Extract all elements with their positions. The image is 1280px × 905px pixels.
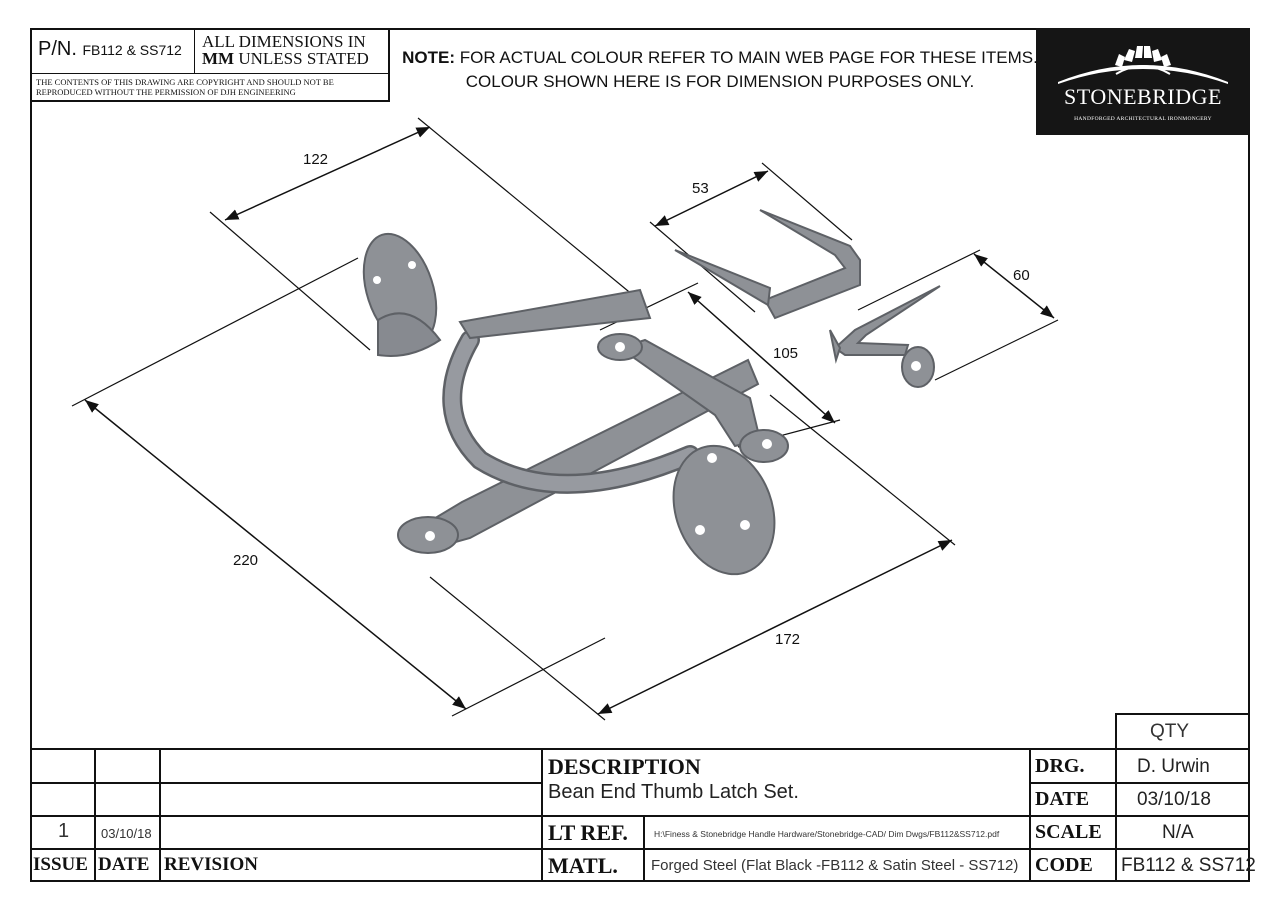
- drawing-frame: [30, 28, 1250, 882]
- date-label: DATE: [1035, 788, 1090, 810]
- lt-ref-label: LT REF.: [548, 820, 628, 845]
- logo-tagline: HANDFORGED ARCHITECTURAL IRONMONGERY: [1074, 116, 1212, 122]
- units-line1: ALL DIMENSIONS IN: [202, 32, 366, 51]
- units-mm: MM: [202, 49, 235, 68]
- date-value: 03/10/18: [1137, 789, 1211, 810]
- units-note: ALL DIMENSIONS IN MM UNLESS STATED: [196, 30, 390, 73]
- dim-label-122: 122: [303, 151, 329, 168]
- units-line2-wrap: MM UNLESS STATED: [202, 50, 390, 67]
- dim-label-105: 105: [773, 345, 799, 362]
- description-value: Bean End Thumb Latch Set.: [548, 781, 799, 803]
- dim-line-122: [209, 117, 646, 351]
- stonebridge-logo: STONEBRIDGE HANDFORGED ARCHITECTURAL IRO…: [1036, 28, 1250, 135]
- date-header: DATE: [98, 854, 150, 875]
- latch-bar: [397, 358, 760, 554]
- note-label: NOTE:: [402, 48, 456, 67]
- note-line1: FOR ACTUAL COLOUR REFER TO MAIN WEB PAGE…: [459, 48, 1038, 67]
- pn-label: P/N.: [38, 38, 77, 60]
- note-line1-wrap: NOTE: FOR ACTUAL COLOUR REFER TO MAIN WE…: [400, 46, 1040, 70]
- revision-issue: 1: [58, 820, 70, 842]
- copyright-line1: THE CONTENTS OF THIS DRAWING ARE COPYRIG…: [36, 77, 334, 87]
- bridge-arch-icon: [1058, 46, 1228, 84]
- issue-header: ISSUE: [33, 854, 88, 875]
- copyright-line2: REPRODUCED WITHOUT THE PERMISSION OF DJH…: [36, 87, 296, 97]
- dim-label-172: 172: [775, 631, 801, 648]
- staple-keeper: [674, 209, 861, 320]
- colour-note: NOTE: FOR ACTUAL COLOUR REFER TO MAIN WE…: [400, 46, 1040, 94]
- hook-keeper: [829, 285, 941, 388]
- part-number-box: P/N. FB112 & SS712 ALL DIMENSIONS IN MM …: [30, 28, 390, 102]
- description-label: DESCRIPTION: [548, 754, 701, 779]
- part-number: P/N. FB112 & SS712: [32, 30, 195, 73]
- dim-line-60: [857, 249, 1059, 381]
- revision-date: 03/10/18: [101, 826, 152, 841]
- dim-line-220: [71, 257, 606, 717]
- logo-name: STONEBRIDGE: [1064, 84, 1222, 109]
- drg-value: D. Urwin: [1137, 756, 1210, 777]
- copyright-notice: THE CONTENTS OF THIS DRAWING ARE COPYRIG…: [32, 73, 388, 102]
- drg-label: DRG.: [1035, 755, 1085, 777]
- scale-value: N/A: [1162, 822, 1194, 843]
- units-line2: UNLESS STATED: [238, 49, 369, 68]
- dim-line-172: [429, 394, 956, 721]
- code-label: CODE: [1035, 854, 1093, 876]
- bar-keeper: [597, 333, 789, 463]
- note-line2: COLOUR SHOWN HERE IS FOR DIMENSION PURPO…: [465, 72, 975, 91]
- latch-handle: [362, 232, 776, 576]
- pn-value: FB112 & SS712: [82, 42, 182, 58]
- qty-label: QTY: [1150, 721, 1190, 742]
- lt-ref-value: H:\Finess & Stonebridge Handle Hardware/…: [654, 829, 1000, 839]
- dim-label-60: 60: [1013, 267, 1030, 284]
- revision-header: REVISION: [164, 854, 258, 875]
- dim-label-220: 220: [233, 552, 259, 569]
- matl-value: Forged Steel (Flat Black -FB112 & Satin …: [651, 857, 1019, 874]
- code-value: FB112 & SS712: [1121, 855, 1256, 876]
- matl-label: MATL.: [548, 853, 618, 878]
- dim-label-53: 53: [692, 180, 709, 197]
- scale-label: SCALE: [1035, 821, 1102, 843]
